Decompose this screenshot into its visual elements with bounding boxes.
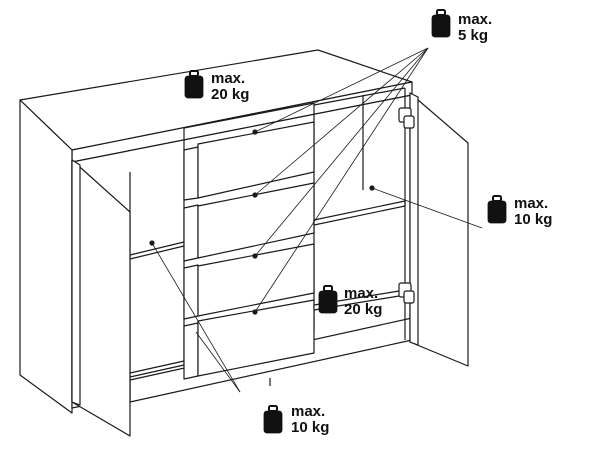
- load-value: 10 kg: [291, 419, 330, 436]
- weight-icon: [184, 70, 204, 99]
- drawer-3: [183, 243, 315, 320]
- drawer-2: [183, 182, 315, 262]
- drawer-1: [183, 121, 315, 201]
- cabinet-body: [19, 49, 413, 414]
- load-value: 5 kg: [458, 27, 489, 44]
- cabinet-left-side: [19, 99, 73, 414]
- weight-label-bottom-drawer: max. 20 kg: [344, 286, 382, 318]
- weight-icon: [431, 9, 451, 38]
- load-value: 10 kg: [514, 211, 553, 228]
- weight-label-right-shelf: max. 10 kg: [514, 196, 552, 228]
- weight-label-cabinet-top: max. 20 kg: [211, 71, 249, 103]
- upper-hinge: [398, 107, 415, 129]
- max-label: max.: [211, 70, 246, 87]
- max-label: max.: [291, 403, 326, 420]
- drawer-column: [183, 102, 315, 380]
- weight-icon: [263, 405, 283, 434]
- load-value: 20 kg: [211, 86, 250, 103]
- max-label: max.: [514, 195, 549, 212]
- max-label: max.: [344, 285, 379, 302]
- leader-lines: [151, 47, 483, 393]
- weight-label-top-drawers: max. 5 kg: [458, 12, 492, 44]
- weight-label-left-shelf: max. 10 kg: [291, 404, 329, 436]
- weight-icon: [487, 195, 507, 224]
- right-door: [398, 92, 469, 367]
- left-door: [71, 159, 131, 437]
- load-value: 20 kg: [344, 301, 383, 318]
- max-label: max.: [458, 11, 493, 28]
- weight-icon: [318, 285, 338, 314]
- drawer-4: [183, 299, 315, 380]
- lower-hinge: [398, 282, 415, 304]
